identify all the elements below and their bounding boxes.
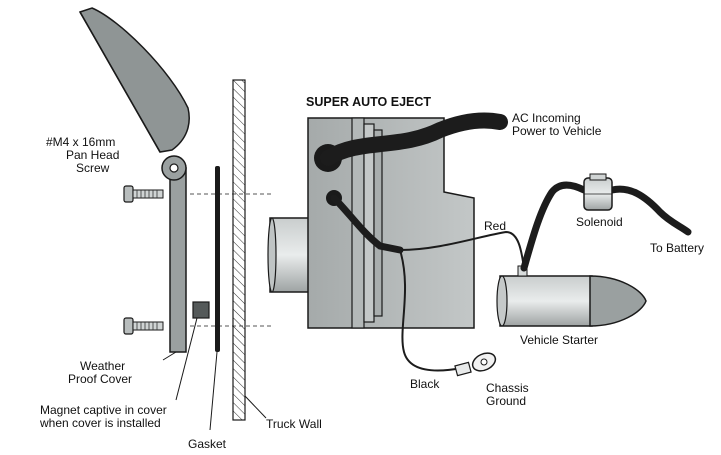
chassis-ground-label-1: Chassis (486, 381, 529, 395)
ac-power-cable (320, 112, 508, 166)
solenoid (583, 173, 613, 211)
screw-top (123, 185, 164, 203)
red-wire-label: Red (484, 219, 506, 233)
starter-to-solenoid-cable (520, 181, 588, 272)
screw-label-3: Screw (76, 161, 110, 175)
red-wire (399, 230, 525, 269)
ac-power-label-1: AC Incoming (512, 111, 581, 125)
ac-power-label-2: Power to Vehicle (512, 124, 602, 138)
magnet-label-1: Magnet captive in cover (40, 403, 167, 417)
magnet (192, 301, 210, 319)
screw-bottom (123, 317, 164, 335)
diagram-title: SUPER AUTO EJECT (306, 95, 431, 109)
chassis-ground-label-2: Ground (486, 394, 526, 408)
weather-proof-cover (78, 7, 190, 353)
gasket-label: Gasket (188, 437, 227, 451)
weather-cover-label-2: Proof Cover (68, 372, 132, 386)
vehicle-starter-label: Vehicle Starter (520, 333, 598, 347)
truck-wall (232, 79, 246, 421)
black-wire (399, 249, 463, 372)
super-auto-eject-unit (267, 117, 475, 329)
screw-label-1: #M4 x 16mm (46, 135, 115, 149)
eject-cable (330, 194, 404, 254)
weather-cover-label-1: Weather (80, 359, 125, 373)
vehicle-starter (496, 265, 647, 327)
to-battery-label: To Battery (650, 241, 704, 255)
screw-label-2: Pan Head (66, 148, 119, 162)
solenoid-label: Solenoid (576, 215, 623, 229)
magnet-label-2: when cover is installed (39, 416, 161, 430)
gasket (215, 166, 220, 352)
black-wire-label: Black (410, 377, 440, 391)
truck-wall-label: Truck Wall (266, 417, 322, 431)
battery-cable (608, 185, 692, 236)
